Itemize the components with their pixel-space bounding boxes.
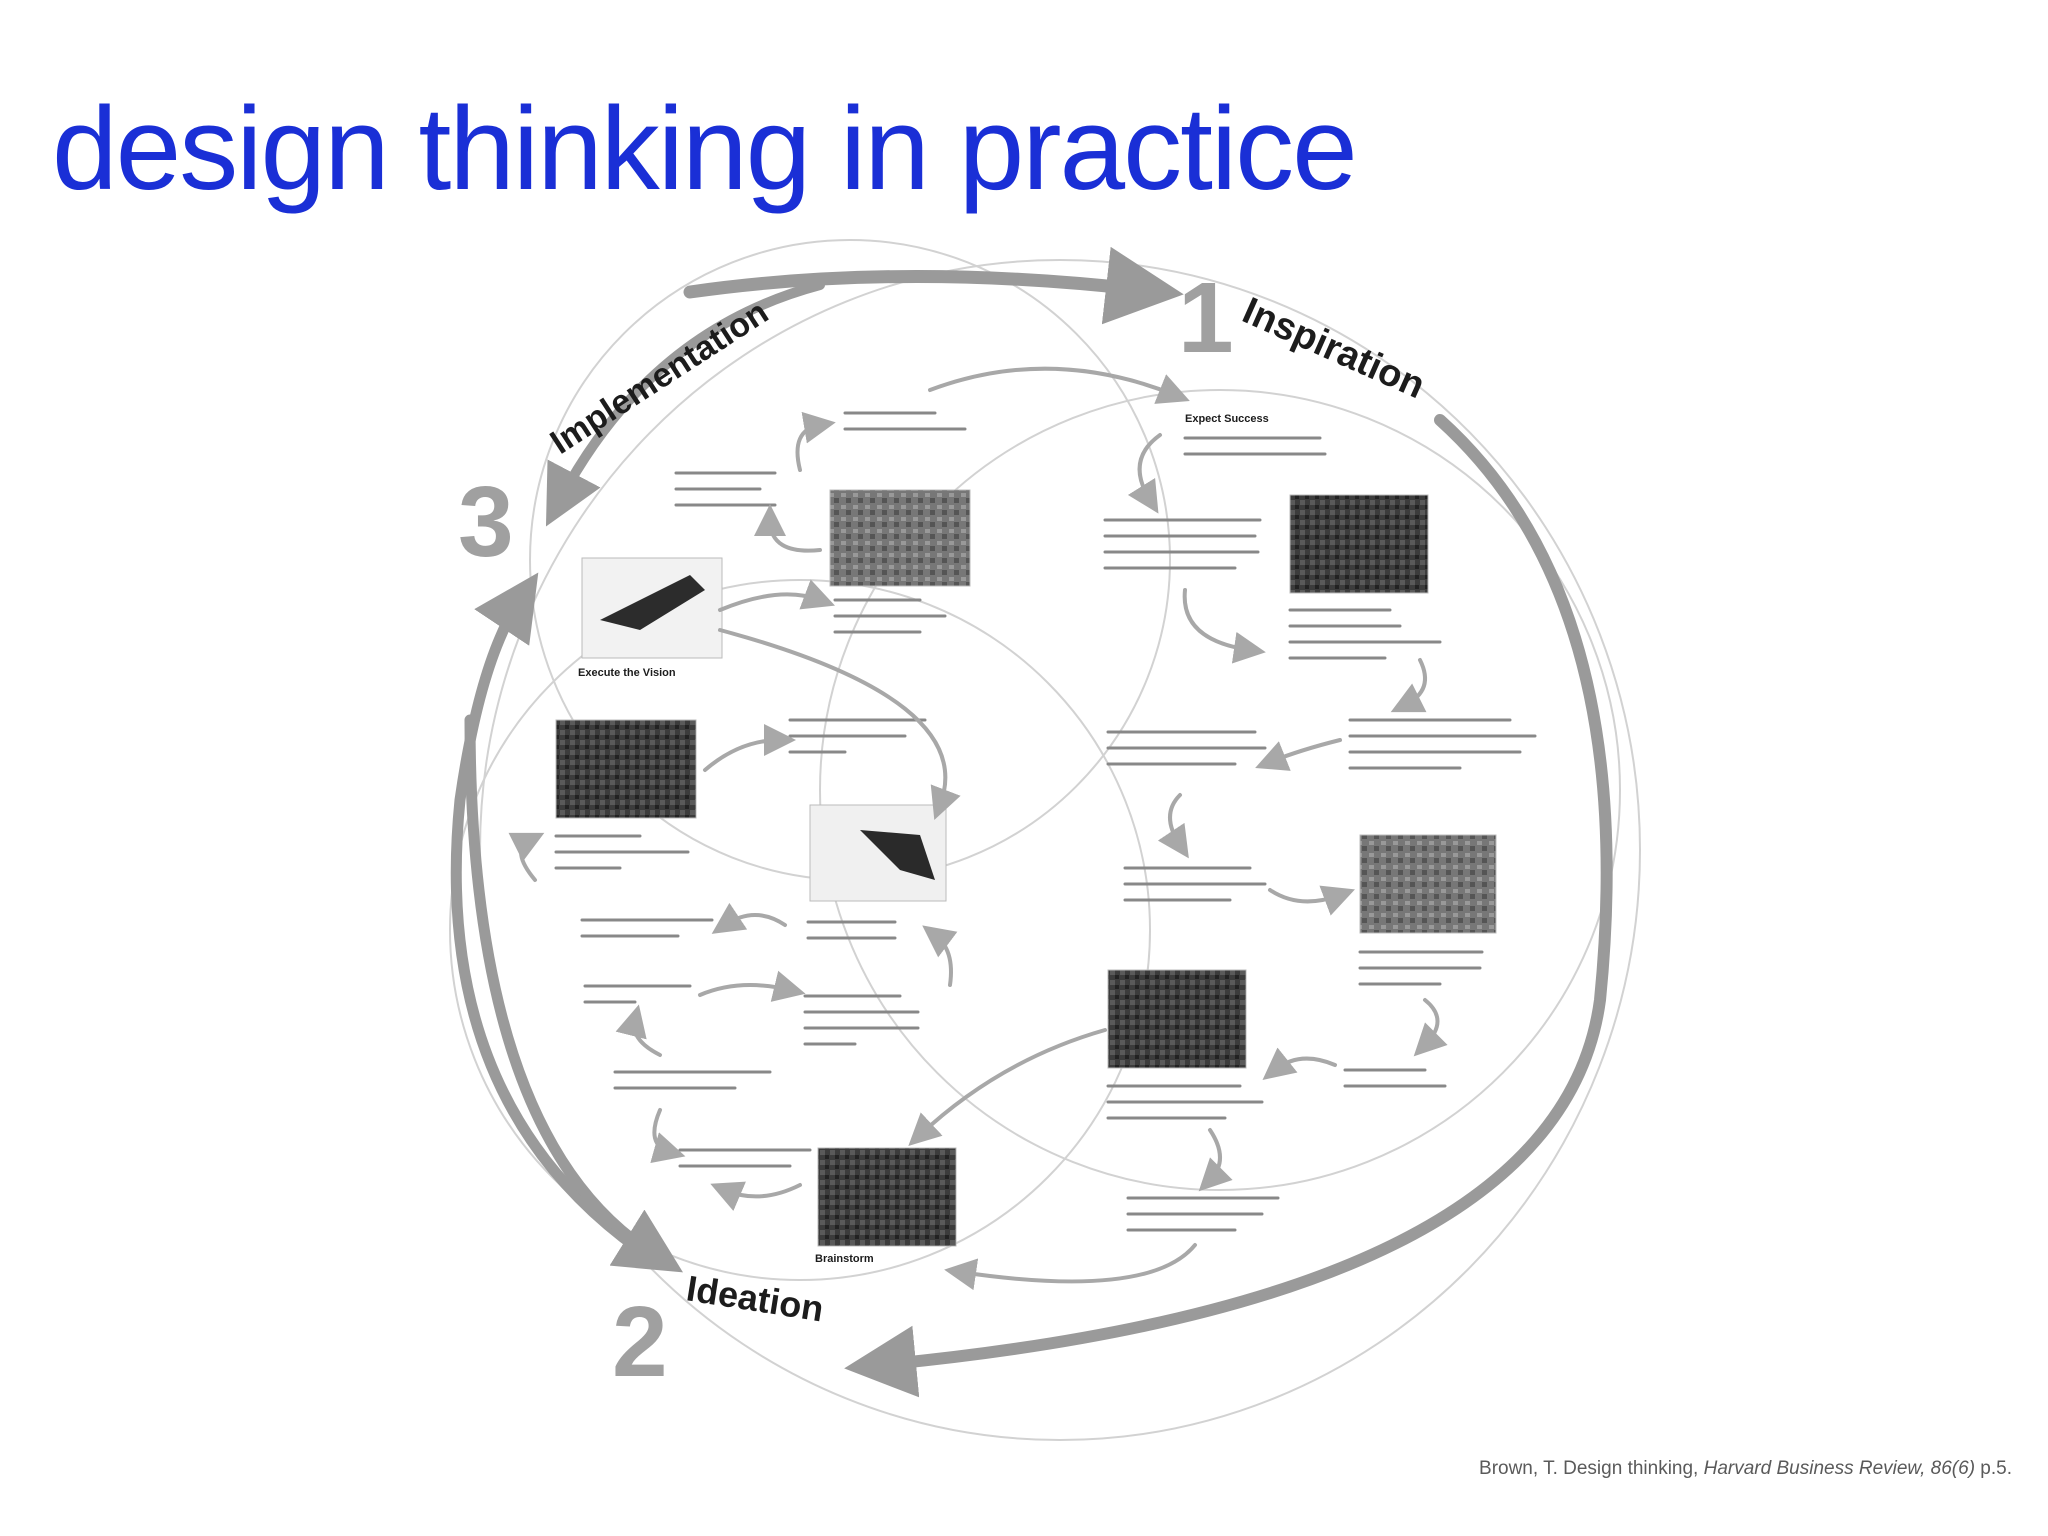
connector-24 (944, 1243, 1197, 1291)
slide-title: design thinking in practice (52, 83, 1358, 215)
connector-2 (795, 411, 836, 472)
text-block-organize (1126, 1196, 1280, 1232)
text-block-move-on (843, 411, 967, 431)
photo-prototype-shape (860, 830, 935, 880)
text-block-interdisciplinary (1106, 730, 1267, 766)
text-block-integrative (583, 984, 692, 1004)
citation-plain: Brown, T. Design thinking, (1479, 1458, 1704, 1479)
connector-3 (754, 504, 822, 553)
citation: Brown, T. Design thinking, Harvard Busin… (1479, 1458, 2012, 1480)
connector-23 (710, 1181, 802, 1212)
text-block-pay-attention (1123, 866, 1267, 902)
connector-5 (1182, 588, 1266, 664)
connector-6 (718, 579, 835, 612)
caption-brainstorm: Brainstorm (815, 1253, 874, 1265)
text-block-look-at-world (1288, 608, 1442, 660)
connector-10 (703, 724, 796, 772)
connector-14 (711, 902, 787, 934)
connector-22 (1198, 1128, 1233, 1192)
connector-12 (1268, 885, 1355, 916)
text-block-new-technology (1343, 1068, 1447, 1088)
connector-18 (1262, 1047, 1337, 1080)
small-text-blocks (554, 411, 1537, 1232)
connector-8 (718, 628, 961, 820)
connector-4 (1127, 433, 1162, 514)
text-block-competitors (1348, 718, 1537, 770)
phase-label-inspiration: Inspiration (1236, 290, 1431, 407)
connector-11 (1157, 793, 1189, 859)
connector-17 (922, 925, 958, 987)
connector-13 (508, 832, 545, 882)
phase-number-1: 1 (1178, 262, 1234, 374)
photo-brainstorm (817, 1147, 957, 1247)
text-block-sketches (678, 1148, 812, 1168)
connector-arrows (508, 366, 1448, 1291)
caption-expect-success: Expect Success (1185, 413, 1269, 425)
text-block-make-case (674, 471, 777, 507)
photo-postits (1359, 834, 1497, 934)
phase-ideation: 2 Ideation (612, 1267, 826, 1398)
photo-screens (1107, 969, 1247, 1069)
phase-number-2: 2 (612, 1286, 668, 1398)
connector-15 (1413, 998, 1448, 1057)
text-block-expect (1183, 436, 1327, 456)
connector-20 (908, 1028, 1107, 1146)
text-block-put-customers (803, 994, 920, 1046)
text-block-project-room (1358, 950, 1484, 986)
connector-1 (928, 366, 1190, 404)
arrow-implementation-to-inspiration (683, 246, 1184, 325)
phase-label-implementation: Implementation (544, 293, 775, 462)
text-block-subsidiary (1106, 1084, 1264, 1120)
text-block-business-problem (1103, 518, 1262, 570)
citation-page: p.5. (1975, 1458, 2012, 1479)
connector-19 (615, 1004, 662, 1057)
arrow-to-3 (545, 280, 825, 527)
text-block-framework (613, 1070, 772, 1090)
phase-implementation: 3 Implementation (458, 293, 775, 578)
phase-arrows (450, 246, 1613, 1398)
photo-workshop (555, 719, 697, 819)
connector-7 (1390, 658, 1427, 713)
text-block-tell-stories (580, 918, 714, 938)
text-block-communicate (554, 834, 690, 870)
photo-drill-shape (600, 575, 705, 630)
text-block-prototype-test (806, 920, 897, 940)
phase-number-3: 3 (458, 466, 514, 578)
connector-16 (698, 970, 806, 1002)
arrow-ideation-up (450, 572, 646, 1256)
caption-execute-the-vision: Execute the Vision (578, 667, 676, 679)
text-block-marketing (833, 598, 947, 634)
arrow-3-to-2 (464, 714, 684, 1273)
photo-street (1289, 494, 1429, 594)
photo-office (829, 489, 971, 587)
text-block-prototype-internally (788, 718, 927, 754)
phase-inspiration: 1 Inspiration (1178, 262, 1431, 407)
connector-9 (1255, 738, 1342, 771)
arrow-inspiration-down (844, 414, 1613, 1398)
connector-21 (650, 1108, 686, 1164)
photos (555, 489, 1497, 1247)
citation-journal: Harvard Business Review, 86(6) (1703, 1458, 1976, 1479)
phase-label-ideation: Ideation (684, 1267, 827, 1329)
